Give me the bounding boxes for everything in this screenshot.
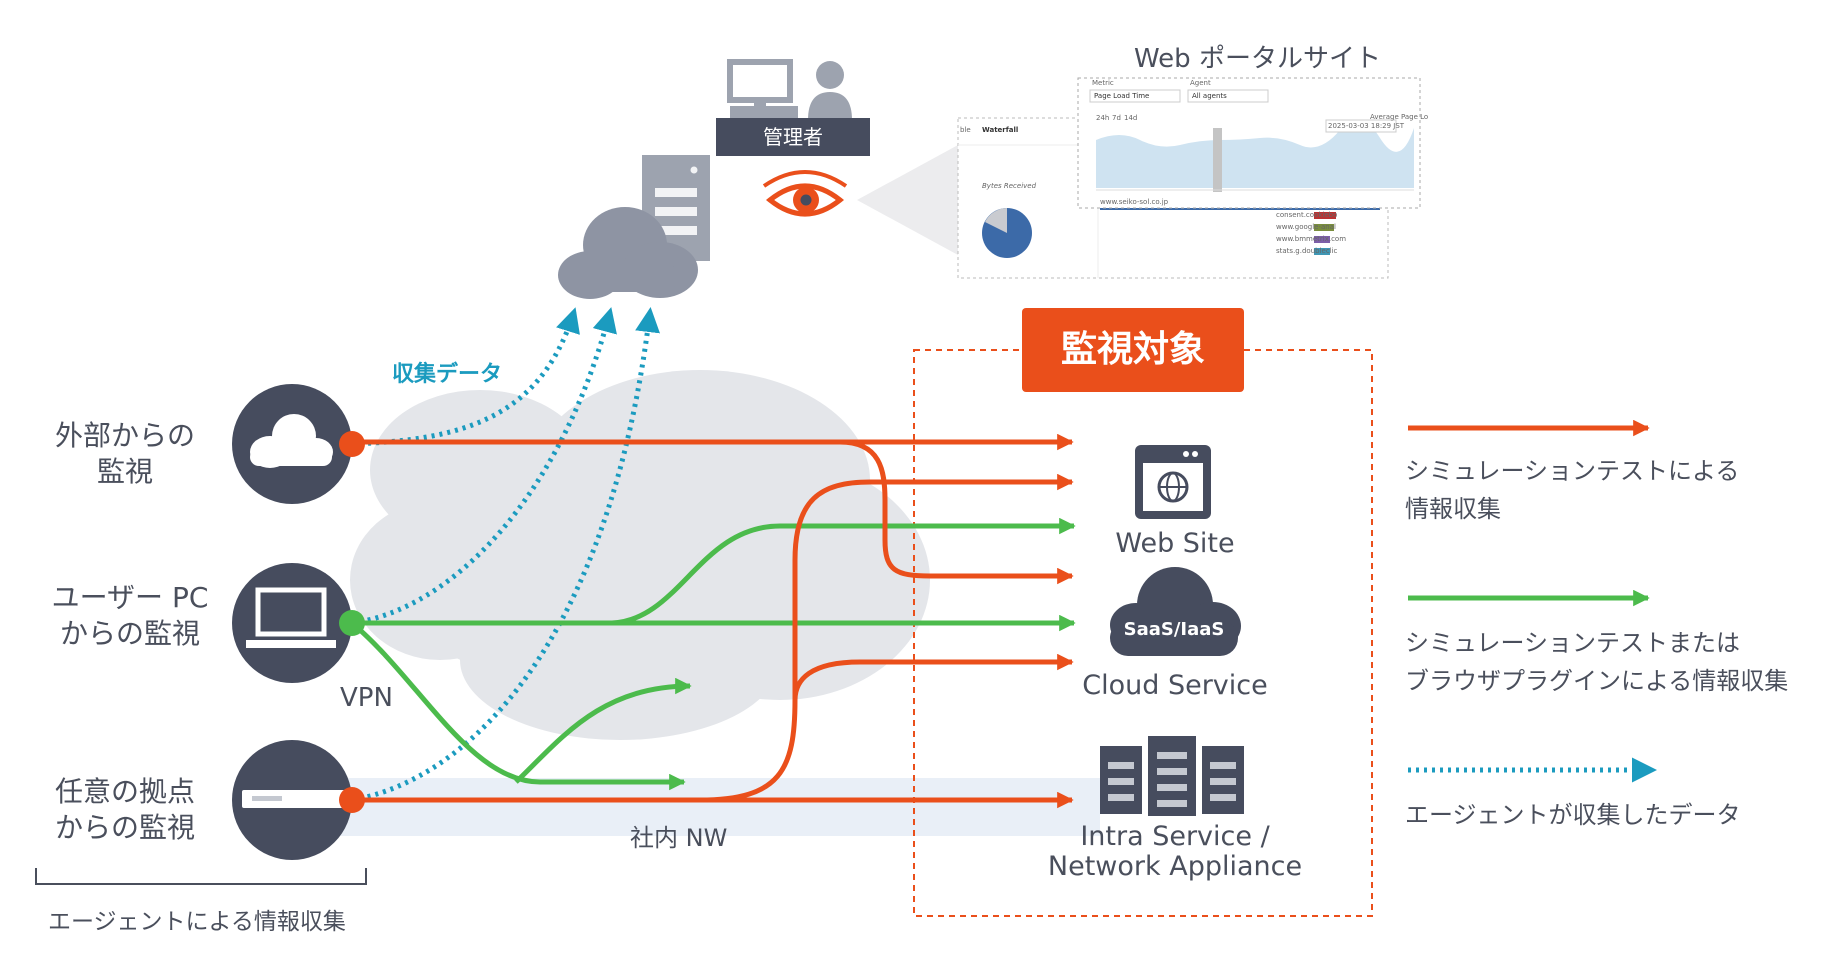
intranet-band (300, 778, 1100, 836)
legend-arrows (1408, 419, 1657, 783)
intra-server-icon (1100, 736, 1244, 816)
user-pc-icon (232, 563, 365, 683)
cloud-service-label: Cloud Service (1082, 670, 1268, 701)
server-icon (642, 155, 710, 261)
web-site-icon (1135, 445, 1211, 519)
portal-range-24h: 24h (1096, 114, 1110, 122)
portal-range-14d: 14d (1124, 114, 1138, 122)
internet-cloud-shape (350, 370, 930, 740)
legend-browser-label: シミュレーションテストまたは ブラウザプラグインによる情報収集 (1405, 629, 1789, 695)
user-pc-monitoring-label: ユーザー PC からの監視 (51, 581, 209, 650)
portal-bytes-received: Bytes Received (982, 182, 1037, 190)
site-monitoring-label: 任意の拠点 からの監視 (54, 775, 195, 844)
admin-pc-icon (727, 59, 798, 118)
portal-domain: www.seiko-sol.co.jp (1100, 198, 1169, 206)
collection-cloud-icon (558, 207, 698, 299)
portal-agent-select: All agents (1192, 92, 1227, 100)
portal-chart-legend: Average Page Lo (1370, 113, 1429, 121)
simulation-flows (352, 433, 1074, 809)
portal-domain: stats.g.doubleclic (1276, 247, 1338, 255)
portal-tab-waterfall: Waterfall (982, 126, 1019, 134)
legend-simulation-label: シミュレーションテストによる 情報収集 (1405, 457, 1740, 523)
admin-person-icon (808, 61, 852, 120)
saas-iaas-badge: SaaS/IaaS (1123, 619, 1225, 640)
agent-collection-caption: エージェントによる情報収集 (48, 909, 346, 935)
monitoring-target-box (913, 349, 1373, 917)
browser-flows (350, 517, 1076, 791)
external-monitoring-label: 外部からの 監視 (54, 419, 195, 488)
portal-range-7d: 7d (1112, 114, 1121, 122)
portal-agent-label: Agent (1190, 79, 1211, 87)
intranet-label: 社内 NW (630, 824, 728, 852)
portal-domain: consent.cookiebo (1276, 211, 1338, 219)
admin-label: 管理者 (716, 118, 870, 156)
site-appliance-icon (232, 740, 365, 860)
external-monitor-icon (232, 384, 365, 504)
monitoring-target-badge: 監視対象 (1022, 308, 1244, 392)
portal-domain: www.google-anal (1276, 223, 1336, 231)
intra-service-label: Intra Service / Network Appliance (1047, 821, 1303, 882)
web-site-label: Web Site (1115, 528, 1235, 559)
agent-bracket (35, 868, 367, 885)
cloud-service-icon (1110, 567, 1241, 656)
collected-data-label: 収集データ (392, 362, 503, 387)
portal-tooltip: 2025-03-03 18:29 JST (1328, 122, 1405, 130)
portal-title: Web ポータルサイト (1134, 44, 1381, 74)
portal-metric-select: Page Load Time (1094, 92, 1150, 100)
vpn-label: VPN (340, 683, 393, 713)
portal-domain: www.bmmetrix.com (1276, 235, 1347, 243)
portal-metric-label: Metric (1092, 79, 1114, 87)
eye-icon (762, 170, 848, 217)
portal-preview (857, 77, 1421, 279)
legend-agent-data-label: エージェントが収集したデータ (1405, 801, 1741, 829)
portal-tab-back: ble (960, 126, 971, 134)
